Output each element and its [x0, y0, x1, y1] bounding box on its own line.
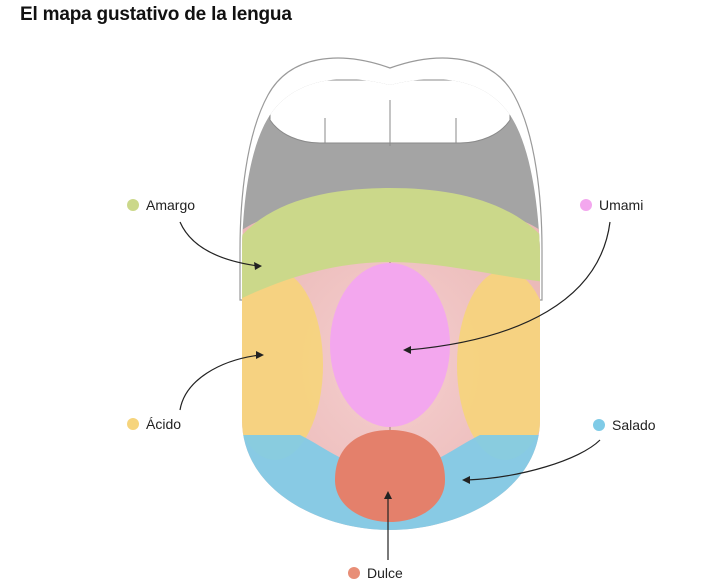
- amargo-leader: [179, 221, 259, 267]
- label-amargo: Amargo: [127, 197, 195, 213]
- diagram-title: El mapa gustativo de la lengua: [20, 4, 292, 25]
- label-dulce: Dulce: [348, 565, 403, 581]
- umami-dot: [580, 199, 592, 211]
- salado-text: Salado: [612, 417, 656, 433]
- salado-arrowhead: [462, 476, 470, 484]
- umami-region: [330, 263, 450, 427]
- salado-dot: [593, 419, 605, 431]
- amargo-dot: [127, 199, 139, 211]
- acido-leader: [179, 354, 261, 411]
- salado-leader: [466, 439, 601, 481]
- acido-arrowhead: [256, 351, 264, 359]
- acido-dot: [127, 418, 139, 430]
- dulce-region: [335, 430, 445, 522]
- leader-lines: [179, 221, 611, 560]
- acido-region-left: [242, 270, 323, 460]
- dulce-text: Dulce: [367, 565, 403, 581]
- label-salado: Salado: [593, 417, 656, 433]
- dulce-dot: [348, 567, 360, 579]
- label-acido: Ácido: [127, 416, 181, 432]
- amargo-arrowhead: [254, 262, 262, 270]
- label-umami: Umami: [580, 197, 643, 213]
- umami-arrowhead: [403, 346, 411, 354]
- acido-text: Ácido: [146, 416, 182, 432]
- arrowheads: [254, 262, 470, 499]
- amargo-text: Amargo: [146, 197, 196, 213]
- umami-leader: [407, 221, 611, 351]
- acido-region-right: [457, 270, 540, 460]
- umami-text: Umami: [599, 197, 644, 213]
- amargo-region: [242, 188, 540, 300]
- dulce-arrowhead: [384, 491, 392, 499]
